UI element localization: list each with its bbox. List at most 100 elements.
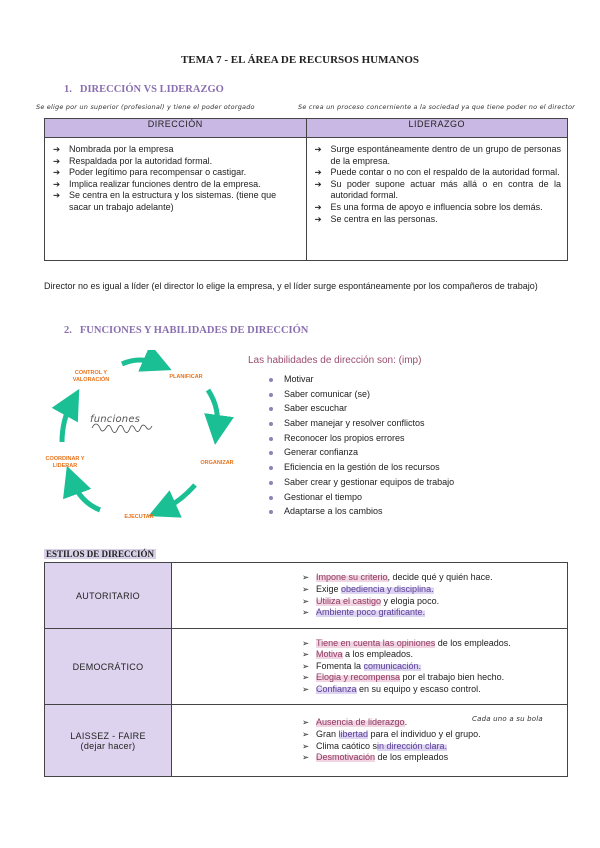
list-item: Generar confianza xyxy=(268,445,454,460)
header-liderazgo: LIDERAZGO xyxy=(305,118,568,138)
estilos-title-text: ESTILOS DE DIRECCIÓN xyxy=(44,549,157,559)
highlight-text: Elogia y recompensa xyxy=(316,672,401,683)
estilo-democratico-label: DEMOCRÁTICO xyxy=(44,628,172,705)
autoritario-list: Impone su criterio, decide qué y quién h… xyxy=(302,572,559,618)
section-2-heading: 2.FUNCIONES Y HABILIDADES DE DIRECCIÓN xyxy=(64,325,308,336)
section-1-number: 1. xyxy=(64,84,72,95)
estilo-autoritario-cell: Impone su criterio, decide qué y quién h… xyxy=(171,562,568,629)
director-lider-note: Director no es igual a líder (el directo… xyxy=(44,281,538,291)
list-item: Ambiente poco gratificante. xyxy=(302,607,559,619)
list-item: Saber comunicar (se) xyxy=(268,387,454,402)
highlight-text: Motiva xyxy=(316,649,343,660)
estilo-laissez-label: LAISSEZ - FAIRE (dejar hacer) xyxy=(44,704,172,777)
estilo-autoritario-label: AUTORITARIO xyxy=(44,562,172,629)
list-item: Saber escuchar xyxy=(268,401,454,416)
cycle-label-ejecutar: EJECUTAR xyxy=(124,514,154,520)
list-item: Surge espontáneamente dentro de un grupo… xyxy=(313,144,561,167)
liderazgo-list: Surge espontáneamente dentro de un grupo… xyxy=(313,144,562,226)
direccion-vs-liderazgo-table: DIRECCIÓN LIDERAZGO Nombrada por la empr… xyxy=(44,118,568,261)
item-text: de los empleados. xyxy=(435,637,511,648)
item-text: y elogia poco. xyxy=(381,595,440,606)
list-item: Implica realizar funciones dentro de la … xyxy=(51,179,300,191)
estilos-title: ESTILOS DE DIRECCIÓN xyxy=(44,549,157,559)
laissez-list: Ausencia de liderazgo. Gran libertad par… xyxy=(302,717,559,763)
highlight-text: obediencia y disciplina. xyxy=(341,583,434,594)
section-1-title: DIRECCIÓN VS LIDERAZGO xyxy=(79,84,224,95)
list-item: Gran libertad para el individuo y el gru… xyxy=(302,728,559,741)
item-text: Gran xyxy=(316,728,339,739)
highlight-text: Tiene en cuenta las opiniones xyxy=(316,637,436,648)
item-text: Fomenta la xyxy=(316,660,364,671)
funciones-scribble xyxy=(91,423,153,433)
list-item: Exige obediencia y disciplina. xyxy=(302,583,559,596)
habilidades-list: Motivar Saber comunicar (se) Saber escuc… xyxy=(268,372,454,519)
list-item: Saber crear y gestionar equipos de traba… xyxy=(268,475,454,490)
section-1-heading: 1. DIRECCIÓN VS LIDERAZGO xyxy=(64,84,224,95)
list-item: Fomenta la comunicación. xyxy=(302,660,559,673)
cycle-arrow xyxy=(120,344,172,372)
item-text: Clima caótico s xyxy=(316,740,378,751)
estilos-table: AUTORITARIO Impone su criterio, decide q… xyxy=(44,562,568,777)
estilo-laissez-cell: Ausencia de liderazgo. Gran libertad par… xyxy=(171,704,568,777)
list-item: Reconocer los propios errores xyxy=(268,431,454,446)
habilidades-title: Las habilidades de dirección son: (imp) xyxy=(248,355,422,366)
cycle-arrows-svg xyxy=(51,344,234,518)
list-item: Respaldada por la autoridad formal. xyxy=(51,156,300,168)
highlight-text: comunicación. xyxy=(363,660,422,671)
cycle-arrow xyxy=(148,483,197,518)
cycle-label-control: CONTROL Y VALORACIÓN xyxy=(72,370,110,383)
list-item: Saber manejar y resolver conflictos xyxy=(268,416,454,431)
cycle-arrow xyxy=(63,465,102,513)
laissez-subtitle: (dejar hacer) xyxy=(80,740,136,751)
item-text: a los empleados. xyxy=(342,649,414,660)
list-item: Desmotivación de los empleados xyxy=(302,752,559,764)
highlight-text: Utiliza el castigo xyxy=(316,595,382,606)
laissez-handnote: Cada uno a su bola xyxy=(472,715,543,723)
direccion-list: Nombrada por la empresa Respaldada por l… xyxy=(51,144,300,214)
funciones-cycle-diagram: CONTROL Y VALORACIÓN PLANIFICAR ORGANIZA… xyxy=(40,344,245,525)
list-item: Puede contar o no con el respaldo de la … xyxy=(313,167,562,179)
list-item: Adaptarse a los cambios xyxy=(268,504,454,519)
item-text: Exige xyxy=(316,583,342,594)
list-item: Confianza en su equipo y escaso control. xyxy=(302,683,559,696)
cycle-arrow xyxy=(51,388,80,443)
item-text: en su equipo y escaso control. xyxy=(356,683,481,694)
list-item: Tiene en cuenta las opiniones de los emp… xyxy=(302,637,559,650)
list-item: Es una forma de apoyo e influencia sobre… xyxy=(313,202,562,214)
list-item: Utiliza el castigo y elogia poco. xyxy=(302,595,559,608)
highlight-text: in dirección clara. xyxy=(377,740,448,751)
list-item: Motiva a los empleados. xyxy=(302,649,559,661)
list-item: Se centra en las personas. xyxy=(313,214,562,226)
cycle-label-planificar: PLANIFICAR xyxy=(169,374,203,380)
highlight-text: Ausencia de liderazgo xyxy=(316,717,405,728)
cycle-label-coordinar: COORDINAR Y LIDERAR xyxy=(45,456,85,469)
handnote-direccion: Se elige por un superior (profesional) y… xyxy=(36,103,255,111)
item-text: de los empleados xyxy=(375,752,449,763)
cycle-label-organizar: ORGANIZAR xyxy=(200,460,234,466)
list-item: Eficiencia en la gestión de los recursos xyxy=(268,460,454,475)
list-item: Se centra en la estructura y los sistema… xyxy=(51,190,300,213)
direccion-cell: Nombrada por la empresa Respaldada por l… xyxy=(44,137,307,261)
highlight-text: Confianza xyxy=(316,683,357,694)
estilo-democratico-cell: Tiene en cuenta las opiniones de los emp… xyxy=(171,628,568,705)
highlight-text: libertad xyxy=(338,728,369,739)
list-item: Impone su criterio, decide qué y quién h… xyxy=(302,572,559,584)
cycle-arrow xyxy=(204,388,234,445)
list-item: Clima caótico sin dirección clara. xyxy=(302,740,559,753)
highlight-text: Ambiente poco gratificante. xyxy=(316,607,426,618)
list-item: Elogia y recompensa por el trabajo bien … xyxy=(302,672,559,684)
section-2-title: FUNCIONES Y HABILIDADES DE DIRECCIÓN xyxy=(79,325,309,336)
header-direccion: DIRECCIÓN xyxy=(44,118,307,138)
item-text: . xyxy=(404,717,408,728)
funciones-handnote: funciones xyxy=(90,414,141,425)
liderazgo-cell: Surge espontáneamente dentro de un grupo… xyxy=(305,137,568,261)
item-text: , decide qué y quién hace. xyxy=(387,572,493,583)
list-item: Poder legítimo para recompensar o castig… xyxy=(51,167,300,179)
handnote-liderazgo: Se crea un proceso concerniente a la soc… xyxy=(298,103,576,111)
democratico-list: Tiene en cuenta las opiniones de los emp… xyxy=(302,637,559,696)
item-text: por el trabajo bien hecho. xyxy=(400,672,505,683)
highlight-text: Desmotivación xyxy=(316,752,376,763)
list-item: Gestionar el tiempo xyxy=(268,490,454,505)
list-item: Nombrada por la empresa xyxy=(51,144,300,156)
page-title: TEMA 7 - EL ÁREA DE RECURSOS HUMANOS xyxy=(180,54,420,66)
